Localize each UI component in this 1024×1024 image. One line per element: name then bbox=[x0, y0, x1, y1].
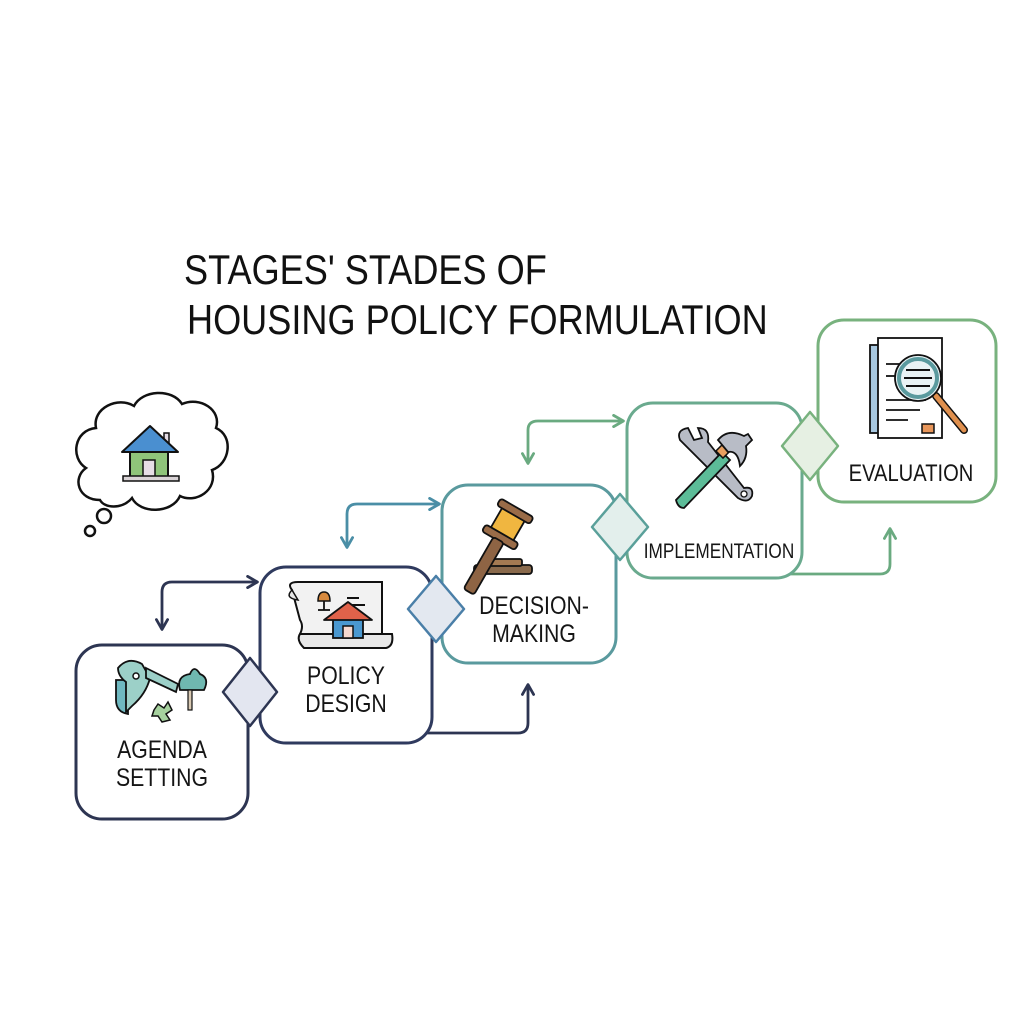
label-line-1: POLICY bbox=[307, 662, 385, 690]
house-icon bbox=[121, 425, 180, 482]
label-line-1: IMPLEMENTATION bbox=[643, 540, 795, 563]
gavel-icon bbox=[463, 498, 534, 595]
label-line-1: AGENDA bbox=[117, 736, 207, 764]
label-line-1: DECISION- bbox=[479, 592, 589, 620]
diamond-connector-4 bbox=[780, 410, 840, 482]
blueprint-scroll-house-icon bbox=[288, 581, 394, 649]
forward-arrow-implementation-evaluation bbox=[790, 527, 897, 576]
diamond-connector-2 bbox=[406, 574, 466, 644]
feedback-arrow-policy-decision bbox=[340, 497, 441, 549]
label-line-1: EVALUATION bbox=[848, 460, 974, 487]
label-line-2: DESIGN bbox=[305, 690, 387, 718]
feedback-arrow-agenda-policy bbox=[155, 575, 259, 631]
thought-dot-small bbox=[83, 524, 97, 538]
diamond-connector-3 bbox=[590, 492, 650, 562]
diagram-title-line-2: HOUSING POLICY FORMULATION bbox=[187, 296, 768, 343]
document-magnifier-icon bbox=[869, 337, 968, 439]
feedback-arrow-decision-implementation bbox=[521, 414, 625, 465]
stage-box-agenda-setting[interactable] bbox=[74, 643, 250, 821]
stage-box-implementation[interactable] bbox=[625, 401, 804, 580]
thought-dot-large bbox=[95, 507, 113, 525]
stage-label-policy-design: POLICY DESIGN bbox=[273, 662, 419, 718]
stage-label-agenda-setting: AGENDA SETTING bbox=[89, 736, 235, 792]
pushpin-map-icon bbox=[115, 659, 208, 723]
stage-label-evaluation: EVALUATION bbox=[833, 460, 989, 488]
wrench-hammer-icon bbox=[675, 427, 754, 509]
diagram-title-line-1: STAGES' STADES OF bbox=[184, 246, 547, 293]
stage-label-implementation: IMPLEMENTATION bbox=[633, 540, 805, 564]
diamond-connector-1 bbox=[221, 656, 279, 728]
label-line-2: SETTING bbox=[115, 764, 209, 792]
forward-arrow-policy-decision bbox=[420, 683, 535, 735]
stage-label-decision-making: DECISION- MAKING bbox=[456, 592, 612, 648]
label-line-2: MAKING bbox=[492, 620, 576, 648]
thought-bubble bbox=[75, 391, 229, 538]
